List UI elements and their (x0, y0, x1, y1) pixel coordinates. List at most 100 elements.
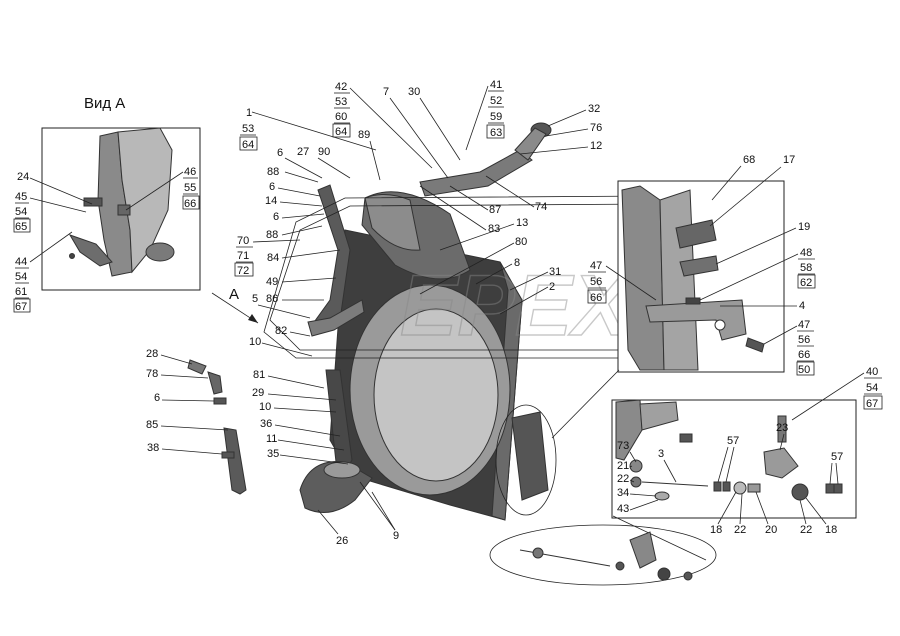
label-4: 4 (799, 300, 805, 312)
label-18-a: 18 (710, 524, 722, 536)
label-27: 27 (297, 146, 309, 158)
label-46: 46 (184, 166, 196, 178)
label-84: 84 (267, 252, 279, 264)
label-35: 35 (267, 448, 279, 460)
label-42: 42 (335, 81, 347, 93)
label-85: 85 (146, 419, 158, 431)
label-47-b: 47 (798, 319, 810, 331)
label-6-c: 6 (273, 211, 279, 223)
callout-ellipse-radiator (495, 404, 557, 516)
label-55: 55 (184, 182, 196, 194)
label-38: 38 (147, 442, 159, 454)
callout-ellipse-linkage (489, 524, 717, 586)
label-64-b: 64 (335, 126, 347, 138)
label-63: 63 (490, 127, 502, 139)
label-11: 11 (266, 433, 277, 445)
label-26: 26 (336, 535, 348, 547)
label-81: 81 (253, 369, 265, 381)
label-44: 44 (15, 256, 27, 268)
label-40: 40 (866, 366, 878, 378)
label-10-b: 10 (259, 401, 271, 413)
label-74: 74 (535, 201, 547, 213)
label-87: 87 (489, 204, 501, 216)
label-6-d: 6 (154, 392, 160, 404)
label-89: 89 (358, 129, 370, 141)
label-6-a: 6 (277, 147, 283, 159)
upper-detail-parts (621, 185, 765, 371)
label-57-a: 57 (727, 435, 739, 447)
label-67-a: 67 (15, 301, 27, 313)
label-80: 80 (515, 236, 527, 248)
label-17: 17 (783, 154, 795, 166)
view-a-title: Вид А (84, 95, 125, 112)
label-52: 52 (490, 95, 502, 107)
label-22-a: 22 (617, 473, 629, 485)
label-2: 2 (549, 281, 555, 293)
label-60: 60 (335, 111, 347, 123)
label-50: 50 (798, 364, 810, 376)
label-1: 1 (246, 107, 252, 119)
label-8: 8 (514, 257, 520, 269)
label-54-a: 54 (15, 206, 27, 218)
watermark: EPEX (400, 258, 634, 354)
label-66-c: 66 (798, 349, 810, 361)
label-88-a: 88 (267, 166, 279, 178)
label-32: 32 (588, 103, 600, 115)
label-62: 62 (800, 277, 812, 289)
radiator-main-drawing (263, 122, 669, 521)
label-45: 45 (15, 191, 27, 203)
label-82: 82 (275, 325, 287, 337)
label-56-a: 56 (590, 276, 602, 288)
label-88-b: 88 (266, 229, 278, 241)
label-72: 72 (237, 265, 249, 277)
label-28: 28 (146, 348, 158, 360)
label-49: 49 (266, 276, 278, 288)
label-14: 14 (265, 195, 277, 207)
label-47-a: 47 (590, 260, 602, 272)
view-arrow-letter: А (229, 286, 239, 303)
linkage-parts (519, 531, 693, 581)
label-76: 76 (590, 122, 602, 134)
label-13: 13 (516, 217, 528, 229)
label-54-c: 54 (866, 382, 878, 394)
label-83: 83 (488, 223, 500, 235)
view-a-parts (68, 127, 175, 277)
label-70: 70 (237, 235, 249, 247)
label-59: 59 (490, 111, 502, 123)
label-3: 3 (658, 448, 664, 460)
label-41: 41 (490, 79, 502, 91)
label-9: 9 (393, 530, 399, 542)
label-58: 58 (800, 262, 812, 274)
label-68: 68 (743, 154, 755, 166)
left-loose-parts (187, 359, 247, 495)
view-arrow-head (248, 314, 258, 323)
label-6-b: 6 (269, 181, 275, 193)
label-36: 36 (260, 418, 272, 430)
lower-detail-parts (615, 399, 843, 501)
label-66-a: 66 (184, 198, 196, 210)
label-66-b: 66 (590, 292, 602, 304)
label-53-b: 53 (335, 96, 347, 108)
label-64-a: 64 (242, 139, 254, 151)
label-31: 31 (549, 266, 561, 278)
label-21: 21 (617, 460, 629, 472)
label-22-b: 22 (734, 524, 746, 536)
label-22-c: 22 (800, 524, 812, 536)
label-34: 34 (617, 487, 629, 499)
label-54-b: 54 (15, 271, 27, 283)
label-30: 30 (408, 86, 420, 98)
label-78: 78 (146, 368, 158, 380)
label-20: 20 (765, 524, 777, 536)
label-7: 7 (383, 86, 389, 98)
label-18-b: 18 (825, 524, 837, 536)
label-86: 86 (266, 293, 278, 305)
label-23: 23 (776, 422, 788, 434)
label-43: 43 (617, 503, 629, 515)
label-65: 65 (15, 221, 27, 233)
label-90: 90 (318, 146, 330, 158)
label-73: 73 (617, 440, 629, 452)
label-48: 48 (800, 247, 812, 259)
label-67-b: 67 (866, 398, 878, 410)
label-57-b: 57 (831, 451, 843, 463)
